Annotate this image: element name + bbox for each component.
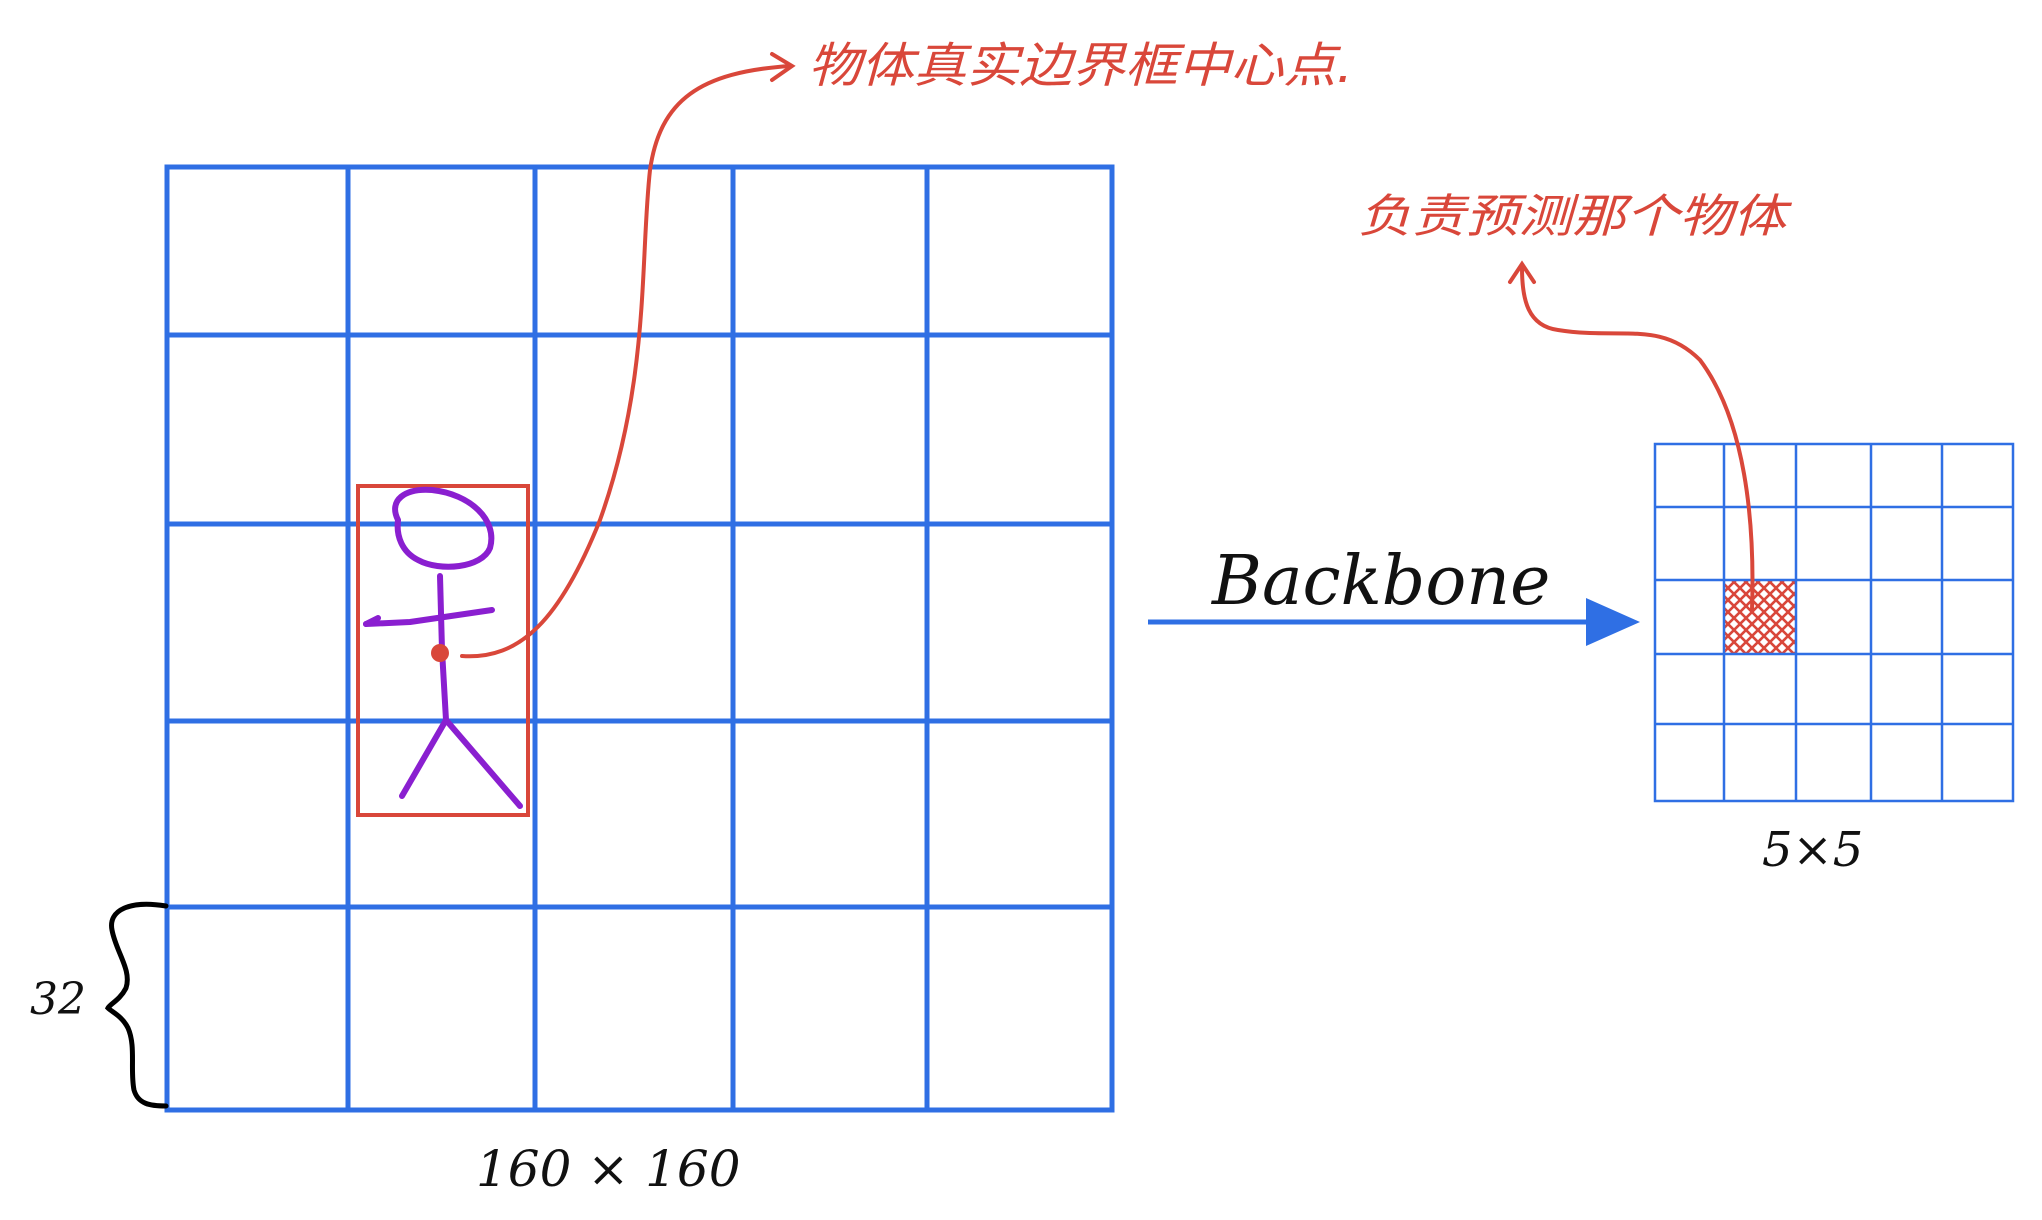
stick-figure: [363, 486, 523, 809]
object-bounding-box: [356, 484, 530, 817]
stick-figure-legs: [399, 717, 523, 809]
output-grid-border: [1653, 442, 2015, 803]
cell-size-brace: [104, 901, 169, 1109]
center-annotation-arrow: [460, 52, 796, 659]
output-size-label: 5×5: [1762, 822, 1863, 878]
backbone-arrow-head: [1586, 598, 1640, 646]
output-grid: [1653, 442, 2015, 803]
stick-figure-head: [392, 486, 495, 570]
responsible-annotation-arrow: [1508, 260, 1755, 612]
input-grid-border: [164, 164, 1115, 1113]
arrow-head: [770, 52, 796, 82]
object-center-point: [431, 644, 449, 662]
input-size-label: 160 × 160: [476, 1140, 741, 1198]
cell-size-label: 32: [30, 974, 86, 1025]
responsible-cell: [1724, 580, 1796, 654]
responsible-label: 负责预测那个物体: [1358, 189, 1793, 243]
stick-figure-arms: [363, 607, 495, 627]
arrow-head: [1508, 260, 1536, 284]
backbone-label: Backbone: [1210, 542, 1550, 621]
backbone-arrow: [1148, 598, 1640, 646]
input-grid: [164, 164, 1115, 1113]
object-center-label: 物体真实边界框中心点.: [808, 38, 1353, 94]
stick-figure-arm-left-end: [363, 615, 381, 627]
